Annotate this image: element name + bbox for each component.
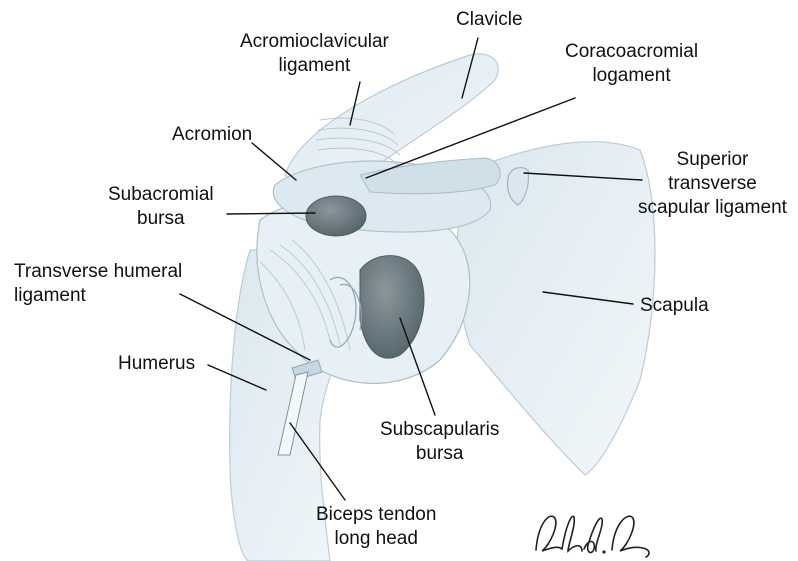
label-subacromial-line-1: Subacromial xyxy=(108,183,214,207)
label-humerus-line-1: Humerus xyxy=(118,352,195,376)
label-subacromial-line-2: bursa xyxy=(108,207,214,231)
label-coracoacromial-ligament: Coracoacromial logament xyxy=(565,40,698,88)
label-subacromial-bursa: Subacromial bursa xyxy=(108,183,214,231)
artist-signature xyxy=(528,505,658,560)
label-subscapularis-line-2: bursa xyxy=(380,442,499,466)
label-acromion: Acromion xyxy=(172,123,252,147)
label-scapula-line-1: Scapula xyxy=(640,294,709,318)
label-subscapularis-line-1: Subscapularis xyxy=(380,418,499,442)
label-acromioclavicular-line-2: ligament xyxy=(240,54,389,78)
label-humerus: Humerus xyxy=(118,352,195,376)
label-biceps-line-2: long head xyxy=(316,527,436,551)
label-coracoacromial-line-2: logament xyxy=(565,64,698,88)
label-transverse-humeral-line-1: Transverse humeral xyxy=(14,260,182,284)
label-acromioclavicular-line-1: Acromioclavicular xyxy=(240,30,389,54)
label-clavicle: Clavicle xyxy=(456,8,523,32)
label-acromioclavicular-ligament: Acromioclavicular ligament xyxy=(240,30,389,78)
label-superior-transverse-scapular-ligament: Superior transverse scapular ligament xyxy=(638,148,787,220)
subacromial-bursa-shape xyxy=(306,196,366,236)
label-biceps-line-1: Biceps tendon xyxy=(316,503,436,527)
label-scapula: Scapula xyxy=(640,294,709,318)
label-superior-line-1: Superior xyxy=(638,148,787,172)
label-superior-line-2: transverse xyxy=(638,172,787,196)
label-transverse-humeral-line-2: ligament xyxy=(14,284,182,308)
label-transverse-humeral-ligament: Transverse humeral ligament xyxy=(14,260,182,308)
label-clavicle-line-1: Clavicle xyxy=(456,8,523,32)
label-acromion-line-1: Acromion xyxy=(172,123,252,147)
label-coracoacromial-line-1: Coracoacromial xyxy=(565,40,698,64)
label-biceps-tendon-long-head: Biceps tendon long head xyxy=(316,503,436,551)
label-subscapularis-bursa: Subscapularis bursa xyxy=(380,418,499,466)
label-superior-line-3: scapular ligament xyxy=(638,196,787,220)
